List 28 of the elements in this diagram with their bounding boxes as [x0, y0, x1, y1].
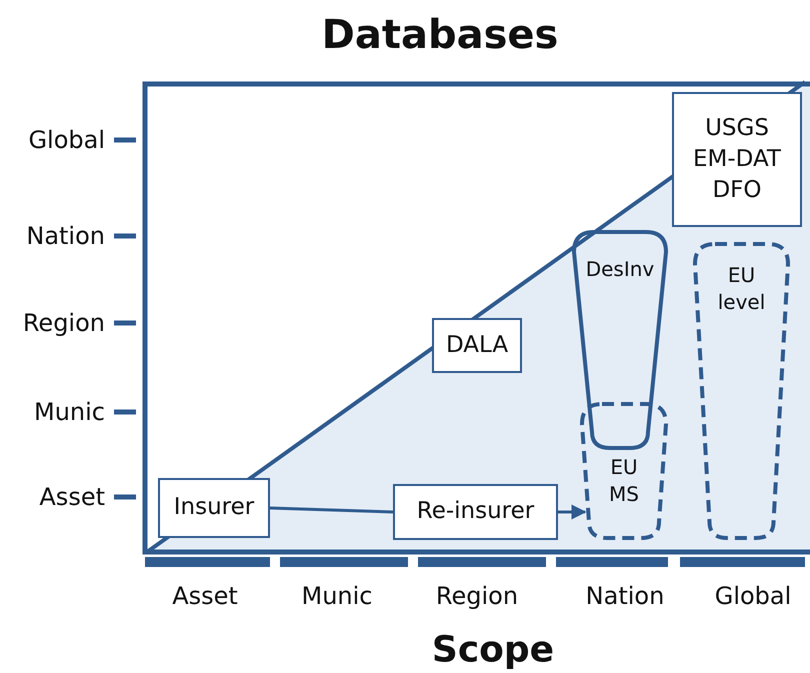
node-label: Re-insurer	[416, 497, 534, 526]
axis-tick-label: Global	[28, 126, 105, 154]
node-label: EU MS	[608, 454, 640, 508]
axis-tick-label: Munic	[302, 582, 372, 610]
axis-tick-label: Nation	[586, 582, 664, 610]
funnel-shape	[693, 242, 790, 540]
funnel-shape	[580, 402, 668, 540]
connector-line	[270, 506, 394, 514]
arrow	[558, 504, 586, 520]
database-box	[432, 318, 522, 373]
database-box	[393, 484, 558, 540]
node-label: USGS EM-DAT DFO	[692, 114, 782, 206]
node-label: DesInv	[586, 256, 654, 283]
database-box	[158, 478, 270, 538]
axis-tick-label: Asset	[172, 582, 238, 610]
diagram-title: Databases	[322, 12, 558, 58]
axis-tick-label: Region	[22, 309, 105, 337]
axis-tick-label: Region	[436, 582, 518, 610]
node-label: DALA	[446, 330, 508, 360]
node-label: EU level	[716, 262, 766, 316]
node-label: Insurer	[174, 493, 254, 522]
axis-tick-label: Asset	[39, 483, 105, 511]
axis-tick-label: Nation	[26, 222, 105, 250]
axis-tick-label: Munic	[34, 398, 105, 426]
axis-title: Scope	[432, 630, 554, 670]
database-box	[672, 92, 802, 227]
funnel-shape	[572, 230, 668, 450]
axis-tick-label: Global	[714, 582, 792, 610]
